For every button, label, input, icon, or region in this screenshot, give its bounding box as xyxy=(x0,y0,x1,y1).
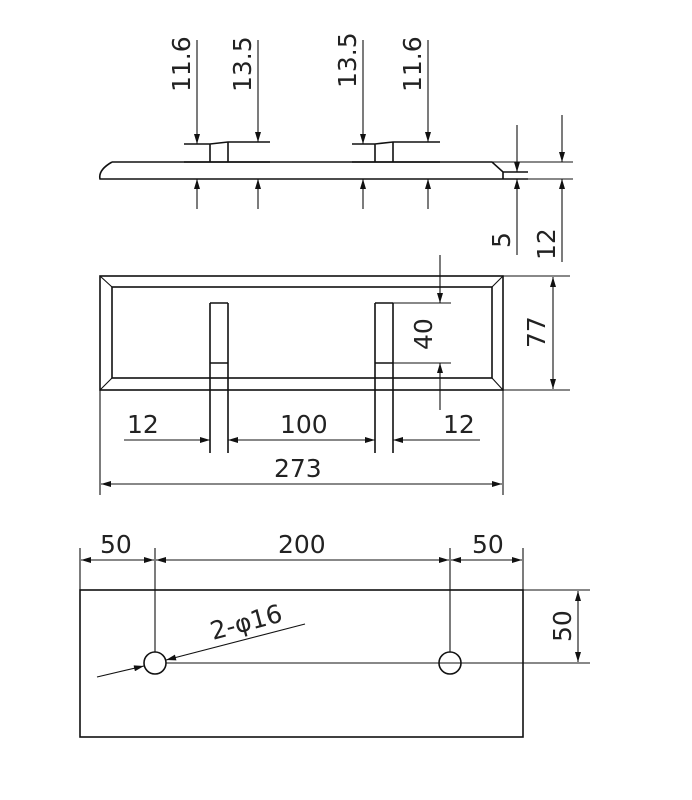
dim-label: 11.6 xyxy=(167,36,196,92)
dim-label: 40 xyxy=(409,318,438,350)
left-boss xyxy=(184,141,270,163)
dim-label: 77 xyxy=(522,316,551,348)
dim-label: 11.6 xyxy=(398,36,427,92)
dim-label: 12 xyxy=(127,410,159,439)
dim-label: 273 xyxy=(274,454,322,483)
base-view: 50 200 50 50 2-φ16 xyxy=(79,530,590,738)
outer-outline xyxy=(99,275,504,391)
dim-label: 13.5 xyxy=(228,36,257,92)
side-view: 11.6 13.5 13.5 11.6 5 12 xyxy=(98,32,573,262)
plan-view: 40 77 12 100 12 273 xyxy=(99,255,570,495)
dim-lines xyxy=(194,40,565,262)
dim-label: 100 xyxy=(280,410,328,439)
dim-label: 12 xyxy=(443,410,475,439)
dim-label: 50 xyxy=(100,530,132,559)
dim-label: 200 xyxy=(278,530,326,559)
right-slot xyxy=(374,302,394,453)
left-slot xyxy=(209,302,229,453)
dim-label: 50 xyxy=(472,530,504,559)
dim-label: 5 xyxy=(487,232,516,248)
dim-label: 50 xyxy=(548,610,577,642)
right-boss xyxy=(352,141,440,163)
plate-profile xyxy=(98,161,528,180)
dim-label: 13.5 xyxy=(333,32,362,88)
dim-label: 12 xyxy=(532,228,561,260)
inner-outline xyxy=(111,286,493,379)
hole xyxy=(143,651,167,675)
